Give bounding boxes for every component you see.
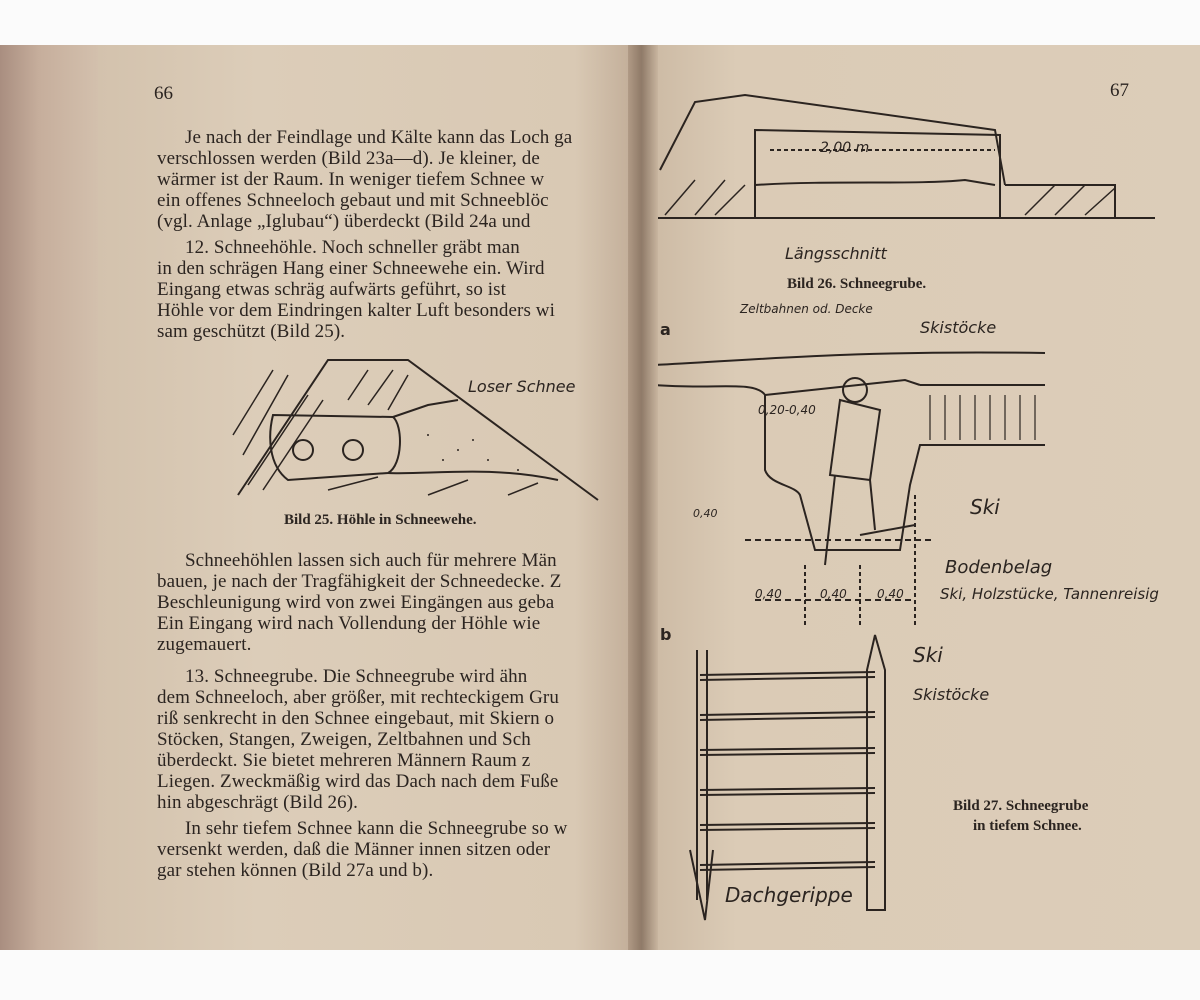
figure-label: 0,20-0,40	[758, 403, 816, 417]
figure-label: 0,40	[820, 587, 847, 601]
dimension-label: 2,00 m	[820, 140, 870, 156]
text-line: wärmer ist der Raum. In weniger tiefem S…	[157, 169, 545, 190]
text-line: hin abgeschrägt (Bild 26).	[157, 792, 358, 813]
figure-label: 0,40	[693, 507, 718, 520]
text-line: bauen, je nach der Tragfähigkeit der Sch…	[157, 571, 562, 592]
text-line: Eingang etwas schräg aufwärts geführt, s…	[157, 279, 507, 300]
figure-marker: b	[660, 625, 672, 644]
text-line: Liegen. Zweckmäßig wird das Dach nach de…	[157, 771, 559, 792]
right-page: 67 2,00 m Längsschnitt Bild 26. Schneegr…	[654, 45, 1200, 950]
figure-caption: Bild 26. Schneegrube.	[787, 276, 927, 292]
figure-label: 0,40	[755, 587, 782, 601]
text-line: Höhle vor dem Eindringen kalter Luft bes…	[157, 300, 555, 321]
text-line: versenkt werden, daß die Männer innen si…	[157, 839, 551, 860]
figure-label: Längsschnitt	[785, 244, 887, 263]
section-heading: 12. Schneehöhle. Noch schneller gräbt ma…	[185, 237, 520, 258]
text-line: Beschleunigung wird von zwei Eingängen a…	[157, 592, 555, 613]
figure-marker: a	[660, 320, 671, 339]
figure-25-snow-cave	[232, 359, 599, 501]
figure-label: Ski, Holzstücke, Tannenreisig	[940, 585, 1159, 603]
text-line: dem Schneeloch, aber größer, mit rechtec…	[157, 687, 559, 708]
figure-27b-roof-frame	[689, 634, 886, 921]
figure-label: Dachgerippe	[725, 883, 853, 907]
text-line: Stöcken, Stangen, Zweigen, Zeltbahnen un…	[157, 729, 531, 750]
figure-label: Zeltbahnen od. Decke	[740, 302, 873, 316]
text-line: verschlossen werden (Bild 23a—d). Je kle…	[157, 148, 540, 169]
figure-label: 0,40	[877, 587, 904, 601]
figure-label: Bodenbelag	[945, 557, 1053, 578]
text-line: zugemauert.	[157, 634, 252, 655]
text-line: überdeckt. Sie bietet mehreren Männern R…	[157, 750, 531, 771]
figure-label: Loser Schnee	[468, 377, 576, 396]
text-line: In sehr tiefem Schnee kann die Schneegru…	[185, 818, 568, 839]
page-number: 66	[154, 83, 173, 104]
figure-26-snow-trench	[655, 93, 1155, 219]
text-line: (vgl. Anlage „Iglubau“) überdeckt (Bild …	[157, 211, 531, 232]
text-line: Schneehöhlen lassen sich auch für mehrer…	[185, 550, 557, 571]
text-line: sam geschützt (Bild 25).	[157, 321, 346, 342]
text-line: riß senkrecht in den Schnee eingebaut, m…	[157, 708, 555, 729]
text-line: Je nach der Feindlage und Kälte kann das…	[185, 127, 573, 148]
text-line: ein offenes Schneeloch gebaut und mit Sc…	[157, 190, 549, 211]
figure-label: Skistöcke	[913, 685, 990, 704]
figure-caption: Bild 25. Höhle in Schneewehe.	[284, 512, 477, 528]
page-number: 67	[1110, 80, 1129, 101]
figure-27a-cross-section	[654, 351, 1046, 625]
text-line: gar stehen können (Bild 27a und b).	[157, 860, 434, 881]
text-line: Ein Eingang wird nach Vollendung der Höh…	[157, 613, 541, 634]
figure-caption: in tiefem Schnee.	[973, 818, 1082, 834]
figure-label: Ski	[970, 495, 1000, 519]
section-heading: 13. Schneegrube. Die Schneegrube wird äh…	[185, 666, 528, 687]
text-line: in den schrägen Hang einer Schneewehe ei…	[157, 258, 545, 279]
figure-label: Ski	[913, 643, 943, 667]
left-page: 66 Je nach der Feindlage und Kälte kann …	[98, 45, 628, 950]
book-gutter	[628, 45, 658, 950]
figure-label: Skistöcke	[920, 318, 997, 337]
page-edges	[0, 45, 98, 950]
figure-caption: Bild 27. Schneegrube	[953, 798, 1089, 814]
